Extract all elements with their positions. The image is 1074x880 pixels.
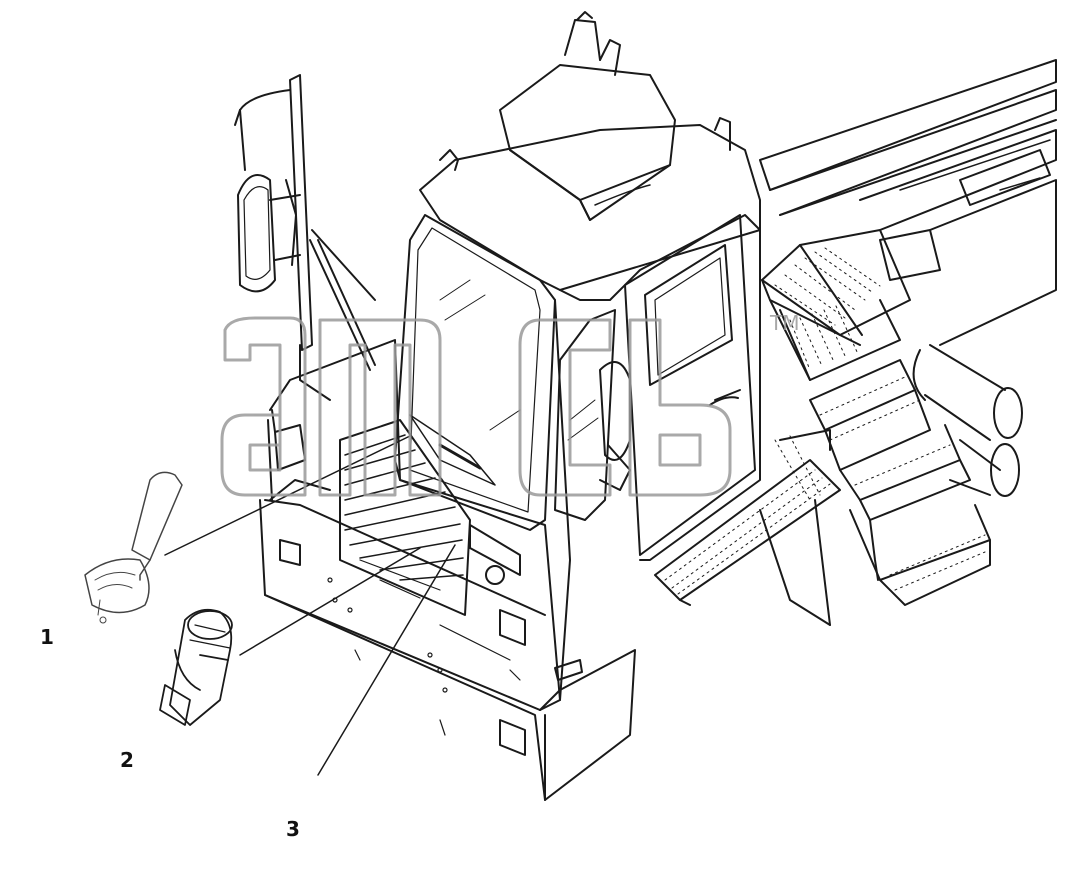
boom-frame (759, 59, 1057, 346)
part-2-hydraulic-unit (159, 608, 233, 726)
leader-line-2 (239, 547, 421, 656)
air-tanks (912, 344, 1023, 497)
watermark-logo: TM (220, 311, 799, 497)
watermark-tm: TM (769, 311, 799, 335)
callout-label-2: 2 (120, 748, 134, 772)
callout-label-1: 1 (40, 625, 54, 649)
access-steps (809, 359, 991, 606)
callout-label-3: 3 (286, 817, 300, 841)
leader-line-3 (317, 544, 456, 776)
deck-plates (761, 229, 911, 381)
part-1-joystick (84, 471, 183, 624)
front-step-ladder (654, 429, 841, 626)
